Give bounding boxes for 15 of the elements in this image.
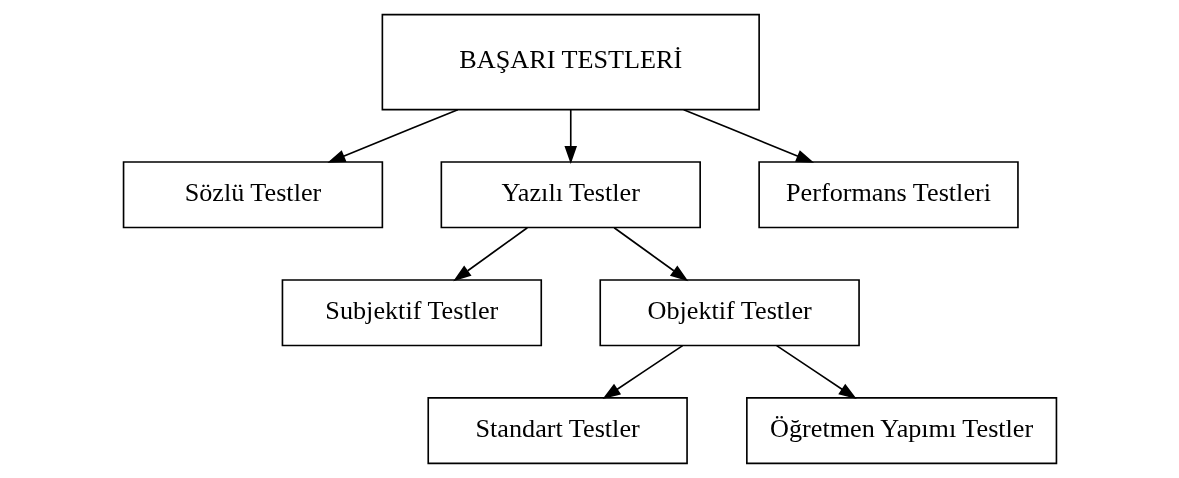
arrow (563, 108, 577, 164)
node-box: Sözlü Testler (122, 161, 383, 229)
node-box: Yazılı Testler (440, 161, 701, 229)
arrow (326, 108, 459, 163)
arrow (602, 344, 683, 400)
node-box: Performans Testleri (757, 161, 1019, 229)
node-box: Standart Testler (426, 397, 688, 465)
arrow (452, 226, 528, 282)
node-box: Öğretmen Yapımı Testler (745, 397, 1057, 465)
node-box: Subjektif Testler (281, 279, 542, 347)
node-box: Objektif Testler (598, 279, 860, 347)
arrow (682, 108, 814, 163)
node-box: BAŞARI TESTLERİ (381, 13, 760, 111)
arrow (612, 226, 688, 282)
arrow (775, 344, 857, 400)
